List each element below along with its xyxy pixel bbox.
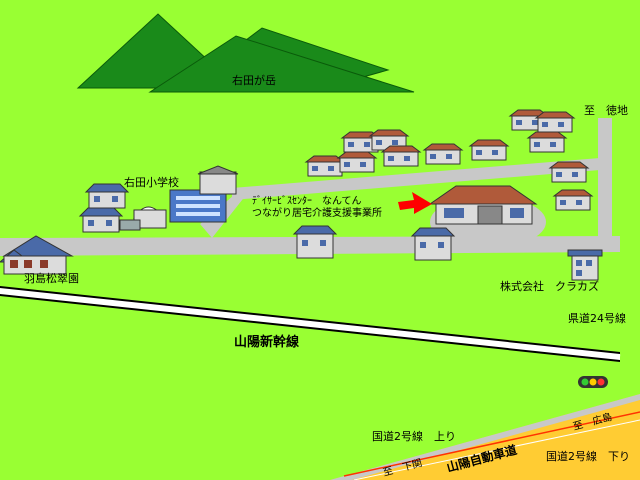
expressway [330, 394, 640, 480]
company-label: 株式会社 クラカズ [500, 279, 599, 293]
school-building [119, 165, 239, 231]
company-building [567, 249, 603, 281]
home-label: 羽島松翠園 [24, 271, 79, 285]
route2-down-label: 国道2号線 下り [546, 449, 630, 463]
facility-label-line1: ﾃﾞｲｻｰﾋﾞｽｾﾝﾀｰ なんてん [252, 195, 362, 207]
to-tokuji-label: 至 徳地 [584, 104, 628, 117]
route2-up-label: 国道2号線 上り [372, 429, 456, 443]
mountain-label: 右田が岳 [232, 73, 276, 87]
houses-upper [304, 109, 594, 211]
red-arrow-icon [398, 192, 432, 214]
houses-blue [78, 183, 456, 261]
mountain-range [76, 13, 415, 93]
shinkansen-line [0, 286, 621, 362]
hashima-shosuien-building [0, 235, 74, 275]
facility-label-line2: つながり居宅介護支援事業所 [252, 206, 382, 219]
traffic-light-icon [578, 376, 608, 388]
school-label: 右田小学校 [124, 175, 179, 189]
prefectural-road-label: 県道24号線 [568, 311, 626, 325]
facility-building [428, 185, 538, 225]
shinkansen-label: 山陽新幹線 [234, 334, 300, 350]
